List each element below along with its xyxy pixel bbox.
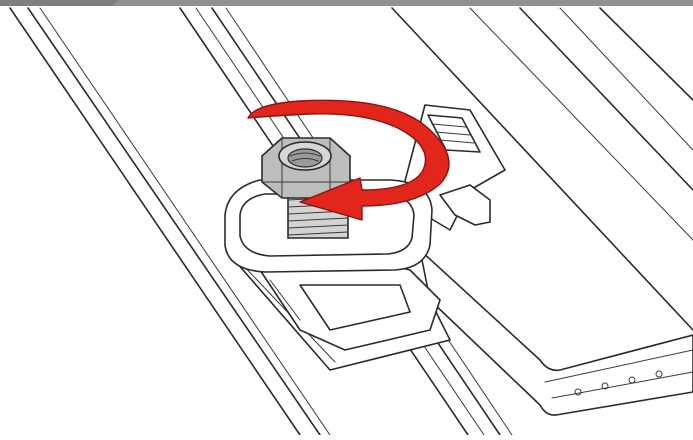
- hex-nut-icon: [261, 137, 351, 199]
- rotation-arrow-icon: [247, 99, 450, 221]
- clamp-block: [259, 249, 441, 351]
- top-bar: [0, 0, 693, 6]
- roof-panel: [9, 7, 693, 436]
- rail-end: [419, 249, 693, 416]
